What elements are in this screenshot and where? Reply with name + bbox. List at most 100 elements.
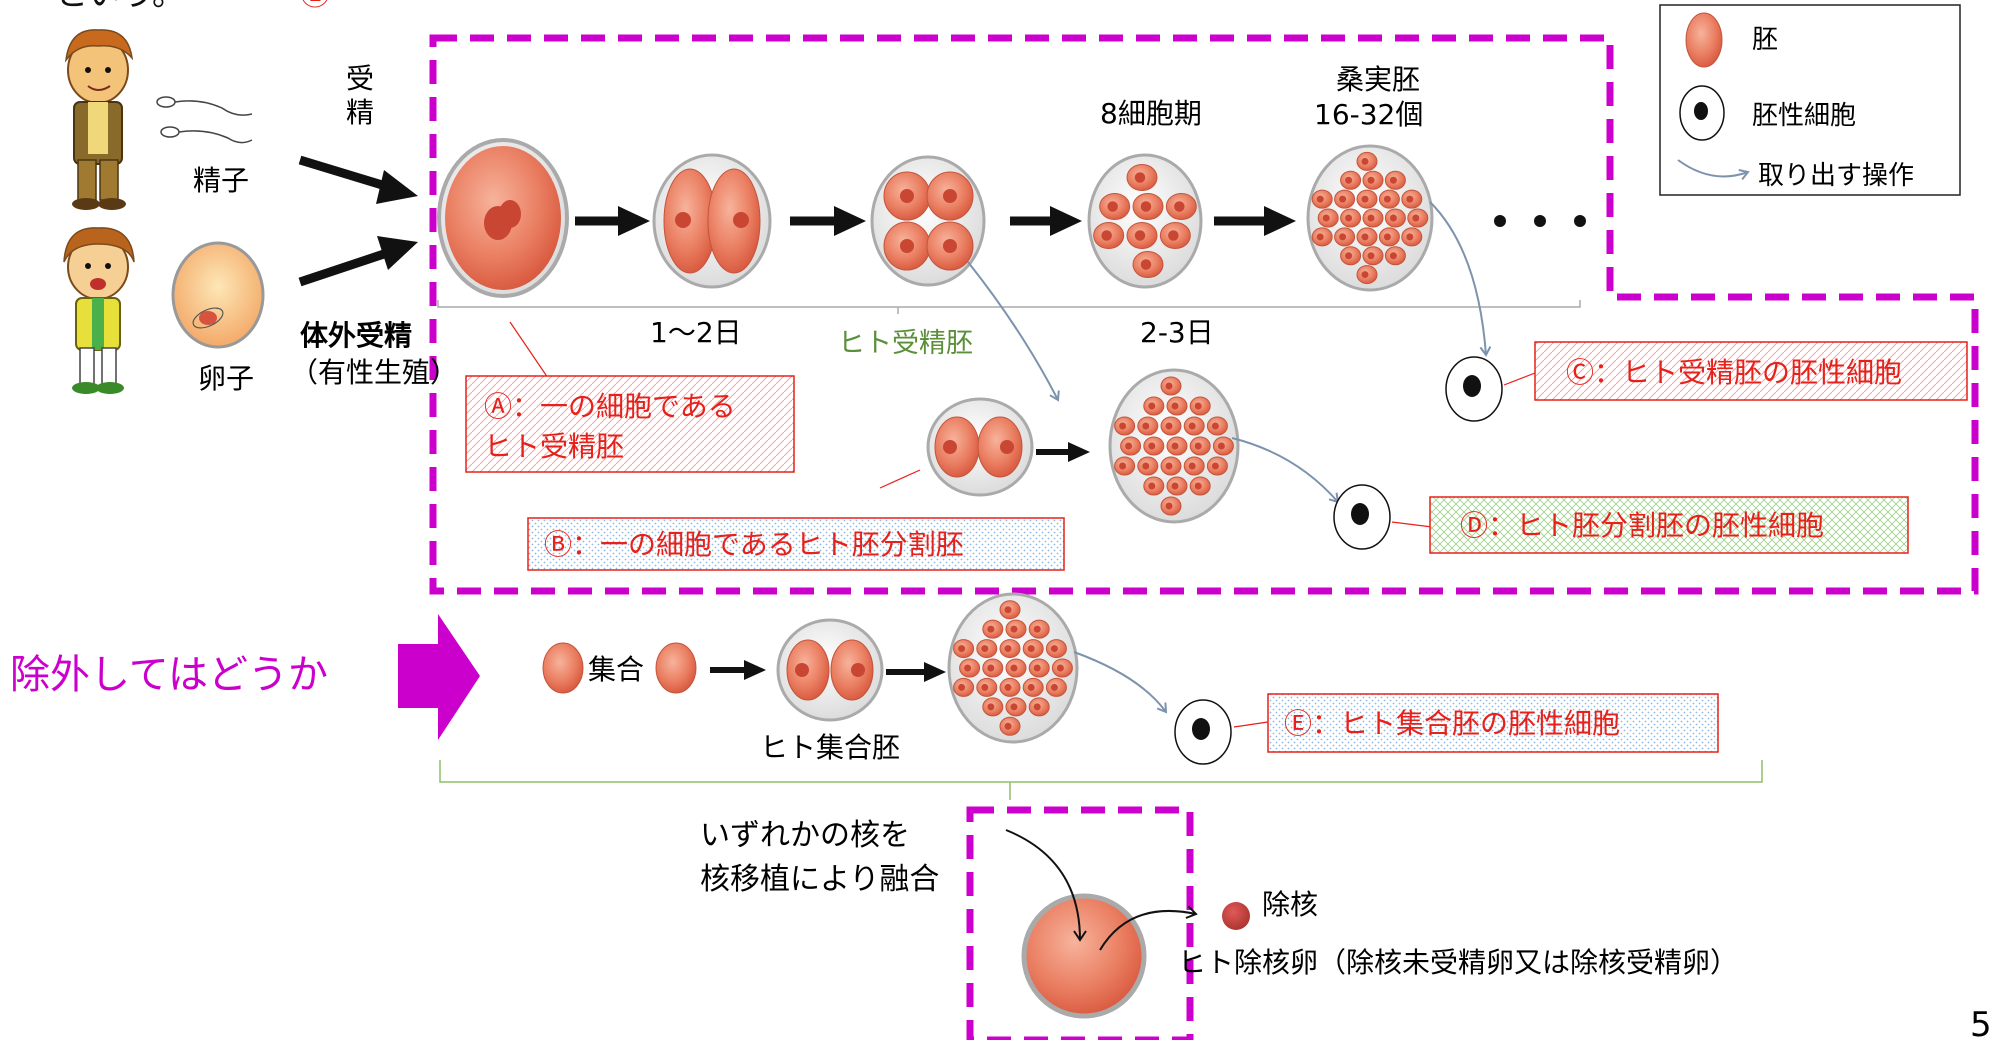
morula-name-label: 桑実胚: [1336, 63, 1420, 96]
nuclear-dashed-region: [966, 806, 1194, 1040]
cell-nucleus: [1345, 252, 1353, 260]
egg-to-zygote-arrow: [298, 247, 392, 287]
cell-nucleus: [1010, 703, 1018, 711]
box-b: [527, 517, 1065, 571]
cell-nucleus: [1027, 645, 1035, 653]
box-c-text: Ⓒ：ヒト受精胚の胚性細胞: [1566, 356, 1902, 389]
split-two-cell-embryo: [926, 397, 1034, 497]
cell-nucleus: [1339, 195, 1347, 203]
box-a-line1: Ⓐ：一の細胞である: [484, 390, 736, 423]
cell-nucleus: [1004, 645, 1012, 653]
cell-nucleus: [1316, 195, 1324, 203]
extract-arrow-to-split: [967, 261, 1060, 402]
cell-nucleus: [1383, 233, 1391, 241]
aggregate-blastocyst: [947, 592, 1079, 744]
cell-nucleus: [1101, 230, 1112, 241]
legend-embryo-label: 胚: [1752, 25, 1778, 55]
arrow-3: [1010, 206, 1082, 236]
cell-nucleus: [1107, 201, 1118, 212]
cell-nucleus: [1406, 233, 1414, 241]
cell-nucleus: [1367, 214, 1375, 222]
cell-nucleus: [1211, 422, 1219, 430]
cell-nucleus: [1361, 233, 1369, 241]
bottom-bracket: [439, 760, 1763, 783]
box-d: [1429, 496, 1909, 554]
cell-nucleus: [958, 683, 966, 691]
box-e-text: Ⓔ：ヒト集合胚の胚性細胞: [1284, 707, 1620, 740]
enucleation-label: 除核: [1262, 888, 1318, 921]
cell-nucleus: [1165, 422, 1173, 430]
egg-icon: [171, 241, 265, 349]
cell-nucleus: [1134, 230, 1146, 241]
header-marker: Ⓔ: [300, 0, 330, 13]
four-cell-embryo: [870, 155, 986, 287]
arrow-5: [1036, 442, 1090, 462]
cell-nucleus: [1389, 176, 1397, 184]
cell-nucleus: [981, 645, 989, 653]
cell-nucleus: [1194, 402, 1202, 410]
es-cell-d: [1333, 484, 1391, 550]
extract-arrow-to-c: [1429, 201, 1492, 357]
ivf-label: 体外受精: [300, 319, 412, 352]
girl-figure: [63, 227, 135, 394]
page-number: 5: [1970, 1005, 1989, 1040]
cell-nucleus: [1361, 157, 1369, 165]
nuclear-insert-arrow: [1005, 829, 1087, 942]
cell-nucleus: [1389, 252, 1397, 260]
box-e: [1267, 693, 1719, 753]
cell-nucleus: [1119, 422, 1127, 430]
enucleated-egg-label: ヒト除核卵（除核未受精卵又は除核受精卵）: [1178, 946, 1738, 979]
arrow-7: [886, 662, 946, 682]
cell-nucleus: [1383, 195, 1391, 203]
box-b-leader: [879, 469, 921, 489]
cell-nucleus: [987, 664, 995, 672]
box-a: [465, 375, 795, 473]
cell-nucleus: [1367, 252, 1375, 260]
cell-nucleus: [1010, 664, 1018, 672]
aggregate-word: 集合: [588, 653, 644, 686]
cell-nucleus: [1322, 214, 1330, 222]
cell-nucleus: [1010, 625, 1018, 633]
cell-nucleus: [1165, 382, 1173, 390]
legend-es-cell-label: 胚性細胞: [1752, 101, 1856, 131]
boy-figure: [64, 29, 134, 210]
arrow-2: [790, 206, 866, 236]
cell-nucleus: [1345, 176, 1353, 184]
eight-cell-embryo: [1087, 153, 1203, 289]
two-cell-embryo: [652, 153, 772, 289]
cell-nucleus: [1339, 233, 1347, 241]
main-dashed-region: [429, 34, 1979, 595]
legend-embryo-icon: [1685, 12, 1723, 68]
cell-nucleus: [1412, 214, 1420, 222]
cell-nucleus: [1134, 172, 1146, 183]
cell-nucleus: [1171, 482, 1179, 490]
sperm-icon: [156, 96, 253, 144]
cell-nucleus: [1004, 606, 1012, 614]
removed-nucleus: [1222, 902, 1250, 930]
cell-nucleus: [1316, 233, 1324, 241]
legend-extract-label: 取り出す操作: [1758, 161, 1914, 191]
cell-nucleus: [1142, 462, 1150, 470]
cell-nucleus: [1033, 625, 1041, 633]
cell-nucleus: [1194, 482, 1202, 490]
es-cell-c: [1445, 356, 1503, 422]
human-aggregate-embryo-label: ヒト集合胚: [760, 731, 900, 764]
es-cell-e: [1174, 699, 1232, 765]
cell-nucleus: [1033, 703, 1041, 711]
legend-extract-arrow-icon: [1677, 159, 1750, 181]
cell-nucleus: [1140, 259, 1152, 270]
cell-nucleus: [1148, 442, 1156, 450]
sperm-to-zygote-arrow: [298, 155, 394, 193]
morula-count-label: 16-32個: [1314, 98, 1423, 131]
aggregate-two-cell: [776, 618, 884, 722]
sexual-reproduction-label: （有性生殖）: [290, 356, 458, 389]
cell-nucleus: [1004, 722, 1012, 730]
cell-nucleus: [1033, 664, 1041, 672]
cell-nucleus: [1140, 201, 1152, 212]
cell-nucleus: [1171, 442, 1179, 450]
cell-nucleus: [981, 683, 989, 691]
cell-nucleus: [1367, 176, 1375, 184]
cell-nucleus: [1027, 683, 1035, 691]
arrow-1: [575, 206, 650, 236]
